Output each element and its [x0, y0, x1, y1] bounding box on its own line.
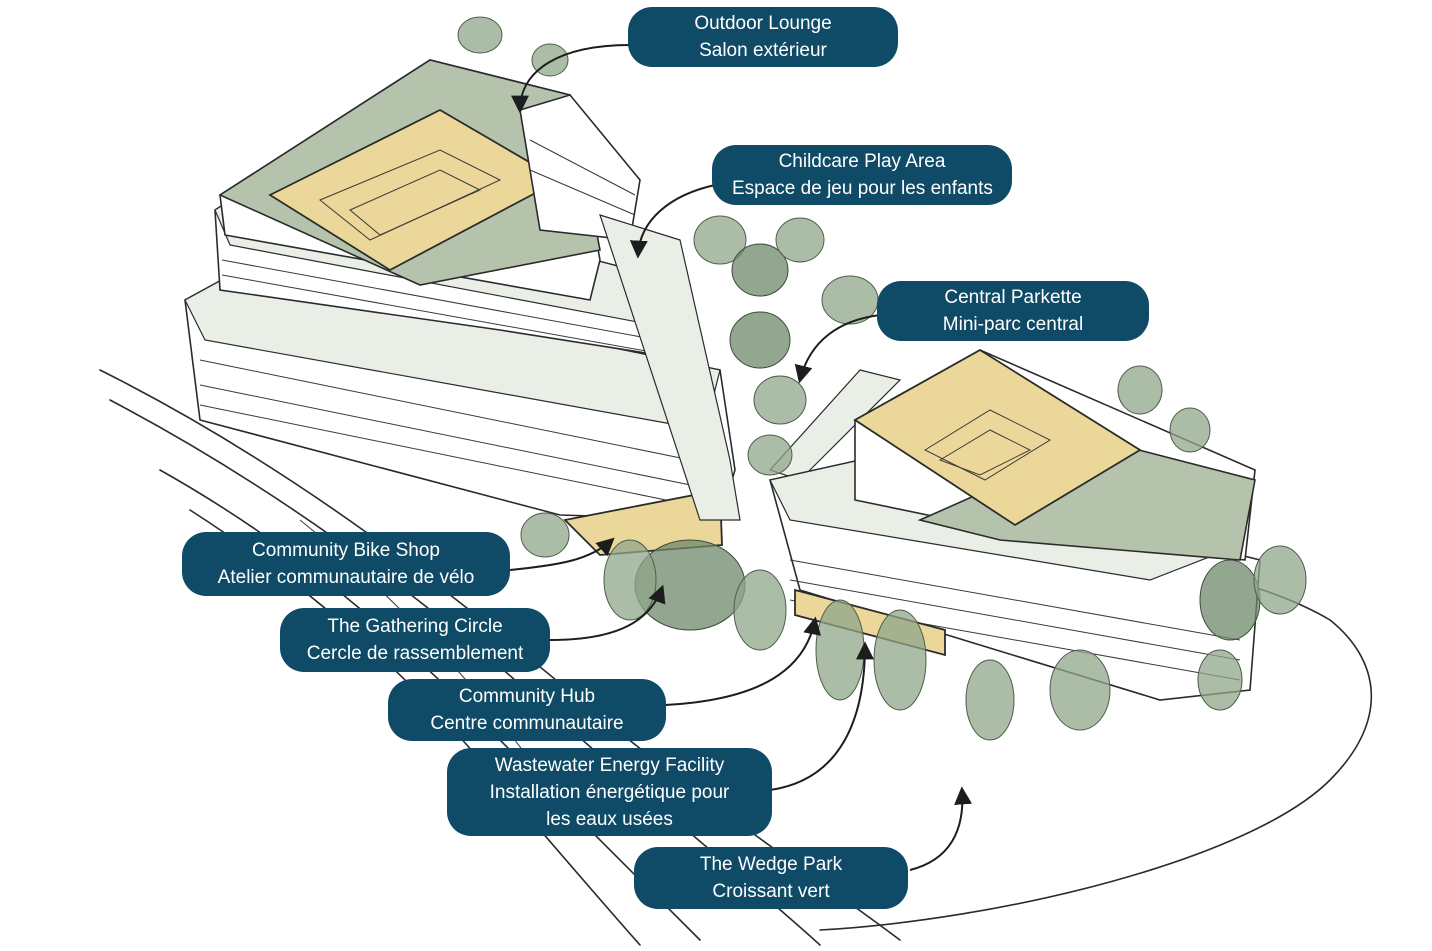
callout-central-parkette: Central Parkette Mini-parc central: [877, 281, 1149, 341]
callout-wedge-park: The Wedge Park Croissant vert: [634, 847, 908, 909]
left-building: [184, 59, 736, 556]
callout-fr: Croissant vert: [712, 881, 830, 902]
callout-en: Outdoor Lounge: [694, 13, 832, 34]
callout-fr: Cercle de rassemblement: [306, 643, 524, 664]
callout-fr: Salon extérieur: [699, 40, 827, 61]
callout-fr: Atelier communautaire de vélo: [217, 567, 475, 588]
callout-en: The Gathering Circle: [327, 616, 503, 637]
callout-arrows: [509, 44, 973, 871]
callout-en: Childcare Play Area: [778, 151, 946, 172]
callout-fr: Mini-parc central: [942, 314, 1084, 335]
callout-outdoor-lounge: Outdoor Lounge Salon extérieur: [628, 7, 898, 67]
callout-childcare-play-area: Childcare Play Area Espace de jeu pour l…: [712, 145, 1012, 205]
callout-en: Central Parkette: [944, 287, 1082, 308]
callout-fr: Espace de jeu pour les enfants: [732, 178, 993, 199]
callout-en: Community Hub: [458, 686, 596, 707]
callout-fr: Installation énergétique pour: [489, 781, 730, 803]
callout-wastewater-energy-facility: Wastewater Energy Facility Installation …: [447, 748, 772, 836]
right-building: [769, 348, 1261, 701]
callout-community-hub: Community Hub Centre communautaire: [388, 679, 666, 741]
callout-en: Wastewater Energy Facility: [494, 754, 725, 776]
callout-gathering-circle: The Gathering Circle Cercle de rassemble…: [280, 608, 550, 672]
callout-community-bike-shop: Community Bike Shop Atelier communautair…: [182, 532, 510, 596]
callout-fr: Centre communautaire: [430, 713, 624, 734]
callout-fr-line2: les eaux usées: [546, 808, 673, 830]
callout-en: Community Bike Shop: [252, 540, 440, 561]
callout-en: The Wedge Park: [699, 854, 843, 875]
